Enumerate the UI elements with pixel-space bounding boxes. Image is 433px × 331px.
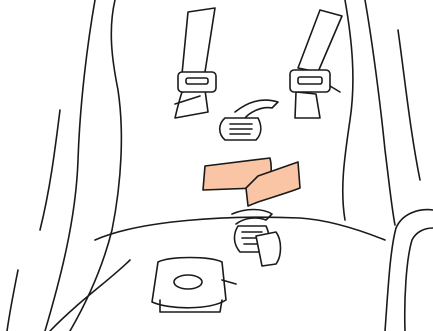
right-shoulder-strap <box>298 10 342 72</box>
side-bolster-inner <box>405 228 433 331</box>
seat-right-inner-edge <box>343 0 353 220</box>
left-shoulder-strap <box>182 8 215 74</box>
highlighted-strap <box>203 158 300 206</box>
left-strap-adjuster <box>178 72 216 92</box>
seat-left-crease <box>40 110 60 230</box>
left-strap-lower <box>175 90 208 118</box>
crotch-buckle-housing <box>152 258 226 308</box>
right-strap-lower <box>295 92 320 118</box>
crotch-buckle <box>152 258 236 313</box>
side-bolster <box>385 210 433 331</box>
strap-adjusters <box>178 70 340 92</box>
right-adjuster-tab <box>330 86 340 92</box>
chest-clip-arm <box>235 100 278 118</box>
seat-right-outer-edge <box>365 0 395 225</box>
buckle-tongue-latch <box>256 232 281 266</box>
chest-clip <box>220 100 278 140</box>
right-strap-adjuster <box>290 70 330 92</box>
side-bolster-outline <box>385 210 433 331</box>
shoulder-straps <box>175 8 342 118</box>
seat-left-lower-crease <box>7 270 18 331</box>
seat-right-crease <box>398 30 420 180</box>
